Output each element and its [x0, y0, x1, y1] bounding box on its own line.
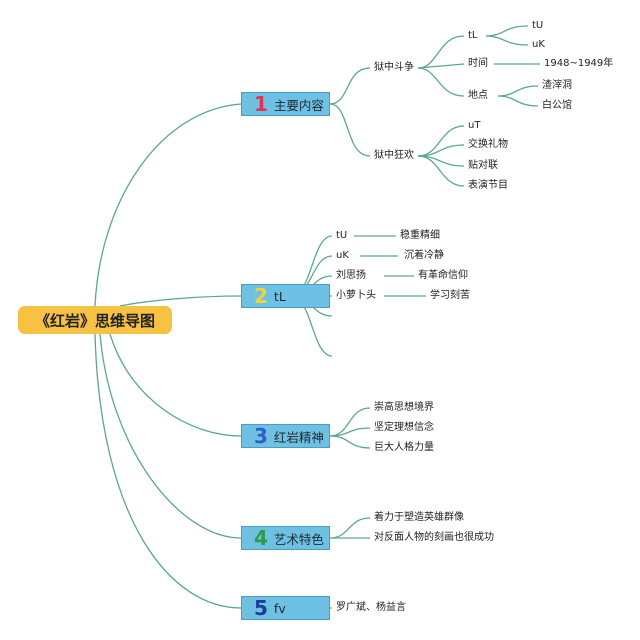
node-art-2: 对反面人物的刻画也很成功: [374, 532, 494, 543]
root-node: 《红岩》思维导图: [18, 306, 172, 334]
branch-number: 2: [254, 284, 268, 308]
branch-artistic-features: 4 艺术特色: [241, 526, 330, 550]
branch-hongyan-spirit: 3 红岩精神: [241, 424, 330, 448]
node-spirit-1: 崇高思想境界: [374, 402, 434, 413]
branch-number: 5: [254, 596, 268, 620]
branch-characters: 2 tL: [241, 284, 330, 308]
node-zhazidong: 渣滓洞: [542, 80, 572, 91]
node-uk: uK: [532, 39, 545, 50]
node-prison-carnival: 狱中狂欢: [374, 150, 414, 161]
node-char-xiaoluobotou: 小萝卜头: [336, 290, 376, 301]
node-ut: uT: [468, 120, 481, 131]
branch-number: 1: [254, 92, 268, 116]
node-spirit-3: 巨大人格力量: [374, 442, 434, 453]
branch-label: 艺术特色: [273, 531, 324, 547]
branch-number: 3: [254, 424, 268, 448]
root-title: 《红岩》思维导图: [34, 311, 155, 330]
node-prison-struggle: 狱中斗争: [374, 62, 414, 73]
branch-label: 主要内容: [273, 97, 324, 113]
node-baigongguan: 白公馆: [542, 100, 572, 111]
node-char-liusiyang: 刘思扬: [336, 270, 366, 281]
branch-number: 4: [254, 526, 268, 550]
branch-authors: 5 fv: [241, 596, 330, 620]
branch-main-content: 1 主要内容: [241, 92, 330, 116]
node-time: 时间: [468, 58, 488, 69]
node-char-tu-detail: 稳重精细: [400, 230, 440, 241]
node-couplets: 贴对联: [468, 160, 498, 171]
node-performance: 表演节目: [468, 180, 508, 191]
node-spirit-2: 坚定理想信念: [374, 422, 434, 433]
node-authors: 罗广斌、杨益言: [336, 602, 406, 613]
node-char-liusiyang-detail: 有革命信仰: [418, 270, 468, 281]
node-char-uk-detail: 沉着冷静: [404, 250, 444, 261]
node-char-uk: uK: [336, 250, 349, 261]
node-time-value: 1948~1949年: [544, 58, 614, 69]
node-char-xiaoluobotou-detail: 学习刻苦: [430, 290, 470, 301]
node-exchange-gifts: 交换礼物: [468, 139, 508, 150]
node-art-1: 着力于塑造英雄群像: [374, 512, 464, 523]
node-place: 地点: [468, 90, 488, 101]
node-tu: tU: [532, 20, 544, 31]
node-char-tu: tU: [336, 230, 348, 241]
branch-label: 红岩精神: [273, 429, 324, 445]
branch-label: fv: [273, 600, 286, 616]
branch-label: tL: [273, 288, 286, 304]
node-tl: tL: [468, 30, 478, 41]
